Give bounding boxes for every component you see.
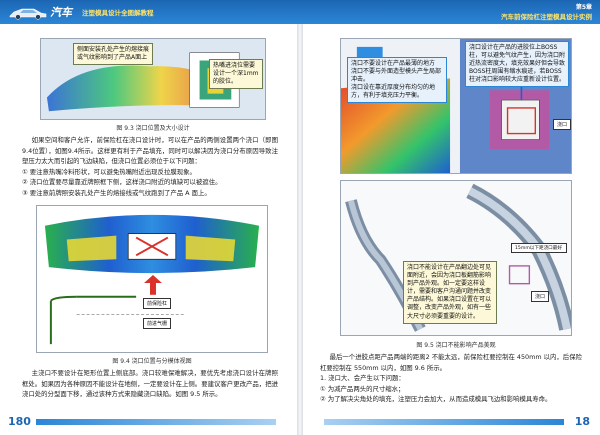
list-title: 1. 浇口大、会产生以下问题： bbox=[320, 374, 405, 383]
label-gate-distance: 15mm以下距浇口最好 bbox=[511, 243, 567, 253]
book-gutter bbox=[297, 0, 303, 435]
left-paragraph: 如果空间和客户允许，前保险杠在浇口设计时，可以在产品的两侧设置两个浇口（即图9.… bbox=[22, 136, 278, 166]
figure-9-5-caption: 图 9.5 浇口不能影响产品美观 bbox=[416, 342, 496, 349]
header-chapter: 第5章 bbox=[575, 4, 592, 11]
left-header: 汽车 注塑模具设计全图解教程 bbox=[0, 0, 300, 24]
header-series-title: 注塑模具设计全图解教程 bbox=[82, 9, 154, 17]
page-number: 180 bbox=[8, 415, 31, 428]
left-body-text: 如果空间和客户允许，前保险杠在浇口设计时，可以在产品的两侧设置两个浇口（即图9.… bbox=[22, 135, 278, 198]
list-item: ① 为减产品两头的尺寸缩水； bbox=[320, 384, 405, 393]
left-bottom-text: 主浇口不要设计在矩形位置上侧底部。浇口较难保难解决，要优先考虑浇口设计在牌照框处… bbox=[22, 368, 278, 400]
label-front-grille: 前进气栅 bbox=[143, 318, 172, 329]
left-bottom-paragraph: 主浇口不要设计在矩形位置上侧底部。浇口较难保难解决，要优先考虑浇口设计在牌照框处… bbox=[22, 369, 278, 399]
label-front-bumper: 前保险杠 bbox=[143, 298, 172, 309]
callout-gate-depth: 热嘴进浇位需要设计一个深1mm的胶位。 bbox=[209, 59, 263, 90]
callout-thin-wall: 浇口不要设计在产品最薄的地方 浇口不要与外面造型模头产生局部冲击。 浇口设在靠近… bbox=[347, 57, 447, 104]
callout-line: 浇口不要与外面造型模头产生局部冲击。 bbox=[351, 68, 442, 84]
label-gate-bottom: 浇口 bbox=[531, 291, 550, 302]
header-brand: 汽车 bbox=[50, 6, 72, 19]
car-logo-icon bbox=[9, 8, 47, 20]
header-chapter-subtitle: 汽车前保险杠注塑模具设计实例 bbox=[501, 13, 592, 21]
list-item: ② 浇口位置要尽量靠近牌照框下侧，这样浇口附近的填缺可以被遮住。 bbox=[22, 178, 222, 187]
footer-bar bbox=[324, 419, 564, 425]
figure-9-3: 侧面安装孔处产生的熔接痕或气纹影响到了产品A面上 热嘴进浇位需要设计一个深1mm… bbox=[40, 38, 266, 120]
right-header: 第5章 汽车前保险杠注塑模具设计实例 bbox=[300, 0, 600, 24]
bumper-fill-analysis-image bbox=[37, 206, 267, 352]
right-body-text: 最后一个进胶点距产品两端的距离2 不能太远，前保险杠要控制在 450mm 以内，… bbox=[320, 352, 582, 405]
right-footer: 18 bbox=[300, 415, 600, 429]
figure-9-4-caption: 图 9.4 浇口位置与分模体视图 bbox=[112, 358, 192, 365]
left-footer: 180 bbox=[0, 415, 300, 429]
label-gate: 浇口 bbox=[553, 119, 571, 130]
right-page: 第5章 汽车前保险杠注塑模具设计实例 浇口不要设计在产品最薄的地方 浇口不要与外… bbox=[300, 0, 600, 435]
list-item: ① 要注意热嘴冷料形状，可以避免热嘴附近出现反拉膜现象。 bbox=[22, 167, 196, 176]
right-paragraph: 最后一个进胶点距产品两端的距离2 不能太远，前保险杠要控制在 450mm 以内，… bbox=[320, 353, 582, 372]
callout-line: 浇口不要设计在产品最薄的地方 bbox=[351, 60, 436, 67]
figure-9-3-caption: 图 9.3 浇口位置及大小设计 bbox=[116, 125, 190, 132]
callout-weld-line: 侧面安装孔处产生的熔接痕或气纹影响到了产品A面上 bbox=[73, 43, 153, 66]
footer-bar bbox=[36, 419, 276, 425]
figure-gate-thickness: 浇口不要设计在产品最薄的地方 浇口不要与外面造型模头产生局部冲击。 浇口设在靠近… bbox=[340, 38, 572, 174]
callout-boss-gate: 浇口设计在产品的进胶位上BOSS柱，可以避免气纹产生，因为浇口附近热流密度大，填… bbox=[465, 41, 569, 88]
list-item: ② 为了解决尖角处的填充，注塑压力会加大，从而造成模具飞边和影响模具寿命。 bbox=[320, 395, 552, 404]
callout-line: 浇口设在靠近厚度分布均匀的地方，有利于填充压力平衡。 bbox=[351, 84, 436, 100]
figure-9-4: 前保险杠 前进气栅 bbox=[36, 205, 268, 353]
page-number: 18 bbox=[574, 415, 590, 428]
figure-9-5: 浇口不能设计在产品翻边处可见面附近，会因为浇口板翻筋影响到产品外观。如一定要这样… bbox=[340, 180, 572, 336]
left-page: 汽车 注塑模具设计全图解教程 侧面安装孔处产生的熔接痕或气纹影响到了产品A面上 … bbox=[0, 0, 300, 429]
callout-visible-surface: 浇口不能设计在产品翻边处可见面附近，会因为浇口板翻筋影响到产品外观。如一定要这样… bbox=[403, 261, 497, 324]
list-item: ③ 要注意前牌照安装孔处产生的熔接线或气纹跑到了产品 A 面上。 bbox=[22, 188, 211, 197]
